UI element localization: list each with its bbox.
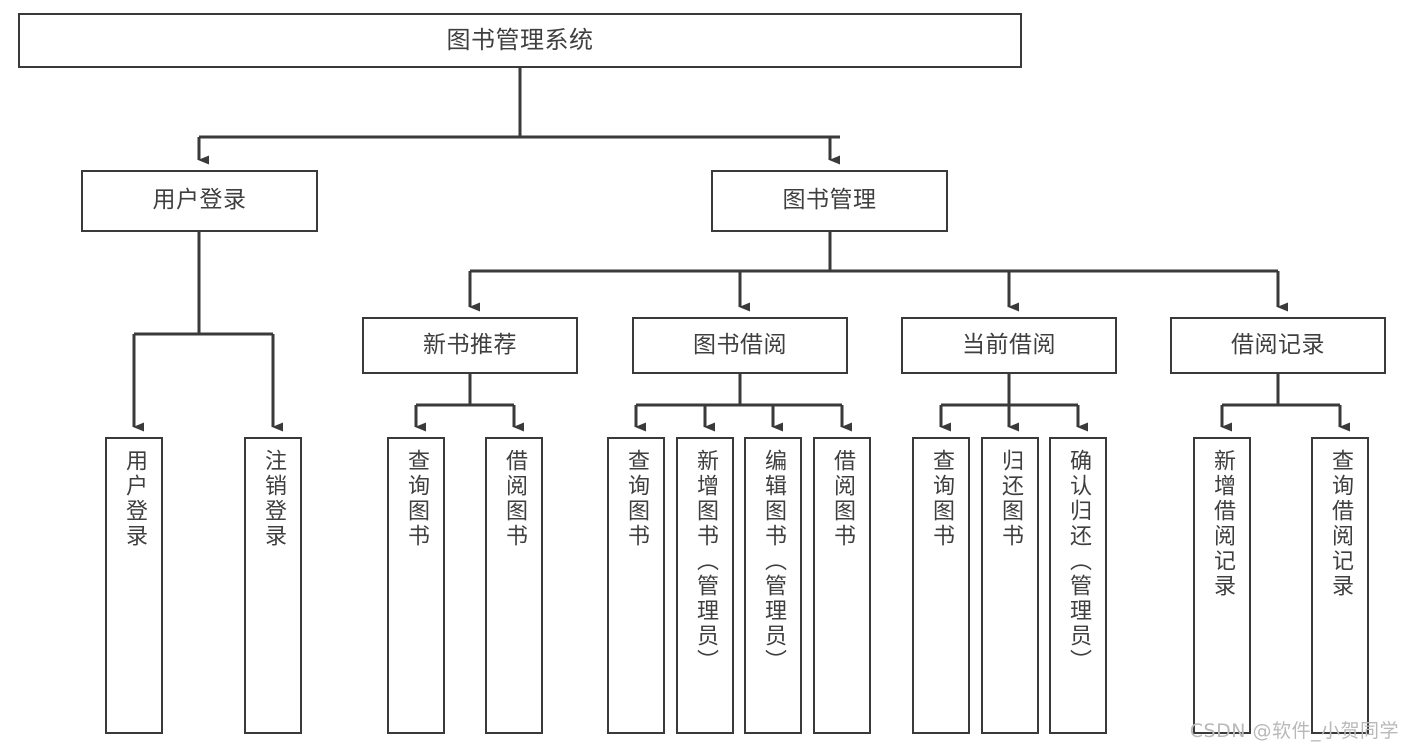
- node-label: 借阅记录: [1231, 331, 1325, 358]
- node-label: 新增图书（管理员）: [693, 449, 718, 674]
- node-label: 新书推荐: [423, 331, 517, 358]
- leaf-currentborrow-confirm-return-admin[interactable]: 确认归还（管理员）: [1049, 437, 1107, 734]
- node-label: 归还图书: [998, 449, 1023, 549]
- leaf-newbook-query-book[interactable]: 查询图书: [387, 437, 445, 734]
- leaf-logout[interactable]: 注销登录: [244, 437, 302, 734]
- node-label: 查询图书: [929, 449, 954, 549]
- csdn-watermark: CSDN @软件_小贺同学: [1189, 720, 1399, 742]
- node-label: 用户登录: [122, 449, 147, 549]
- node-label: 图书管理系统: [446, 26, 594, 55]
- node-borrow-record[interactable]: 借阅记录: [1170, 317, 1386, 374]
- node-label: 确认归还（管理员）: [1066, 449, 1091, 674]
- leaf-borrowrecord-query-record[interactable]: 查询借阅记录: [1311, 437, 1369, 734]
- leaf-bookborrow-add-book-admin[interactable]: 新增图书（管理员）: [676, 437, 734, 734]
- leaf-user-login[interactable]: 用户登录: [105, 437, 163, 734]
- node-new-book-recommend[interactable]: 新书推荐: [362, 317, 578, 374]
- leaf-currentborrow-return-book[interactable]: 归还图书: [981, 437, 1039, 734]
- node-root-system[interactable]: 图书管理系统: [18, 13, 1022, 68]
- leaf-bookborrow-edit-book-admin[interactable]: 编辑图书（管理员）: [744, 437, 802, 734]
- node-book-borrow[interactable]: 图书借阅: [632, 317, 848, 374]
- node-label: 查询图书: [624, 449, 649, 549]
- node-label: 用户登录: [152, 187, 247, 214]
- node-label: 注销登录: [261, 449, 286, 549]
- node-label: 查询借阅记录: [1328, 449, 1353, 599]
- node-label: 查询图书: [404, 449, 429, 549]
- node-book-management[interactable]: 图书管理: [711, 170, 948, 232]
- node-label: 借阅图书: [502, 449, 527, 549]
- node-label: 当前借阅: [962, 331, 1056, 358]
- leaf-bookborrow-borrow-book[interactable]: 借阅图书: [813, 437, 871, 734]
- node-current-borrow[interactable]: 当前借阅: [901, 317, 1117, 374]
- node-label: 编辑图书（管理员）: [761, 449, 786, 674]
- leaf-currentborrow-query-book[interactable]: 查询图书: [912, 437, 970, 734]
- leaf-borrowrecord-add-record[interactable]: 新增借阅记录: [1193, 437, 1251, 734]
- leaf-bookborrow-query-book[interactable]: 查询图书: [607, 437, 665, 734]
- node-label: 借阅图书: [830, 449, 855, 549]
- node-label: 图书管理: [782, 187, 877, 214]
- leaf-newbook-borrow-book[interactable]: 借阅图书: [485, 437, 543, 734]
- node-label: 图书借阅: [693, 331, 787, 358]
- node-label: 新增借阅记录: [1210, 449, 1235, 599]
- node-user-login[interactable]: 用户登录: [81, 170, 318, 232]
